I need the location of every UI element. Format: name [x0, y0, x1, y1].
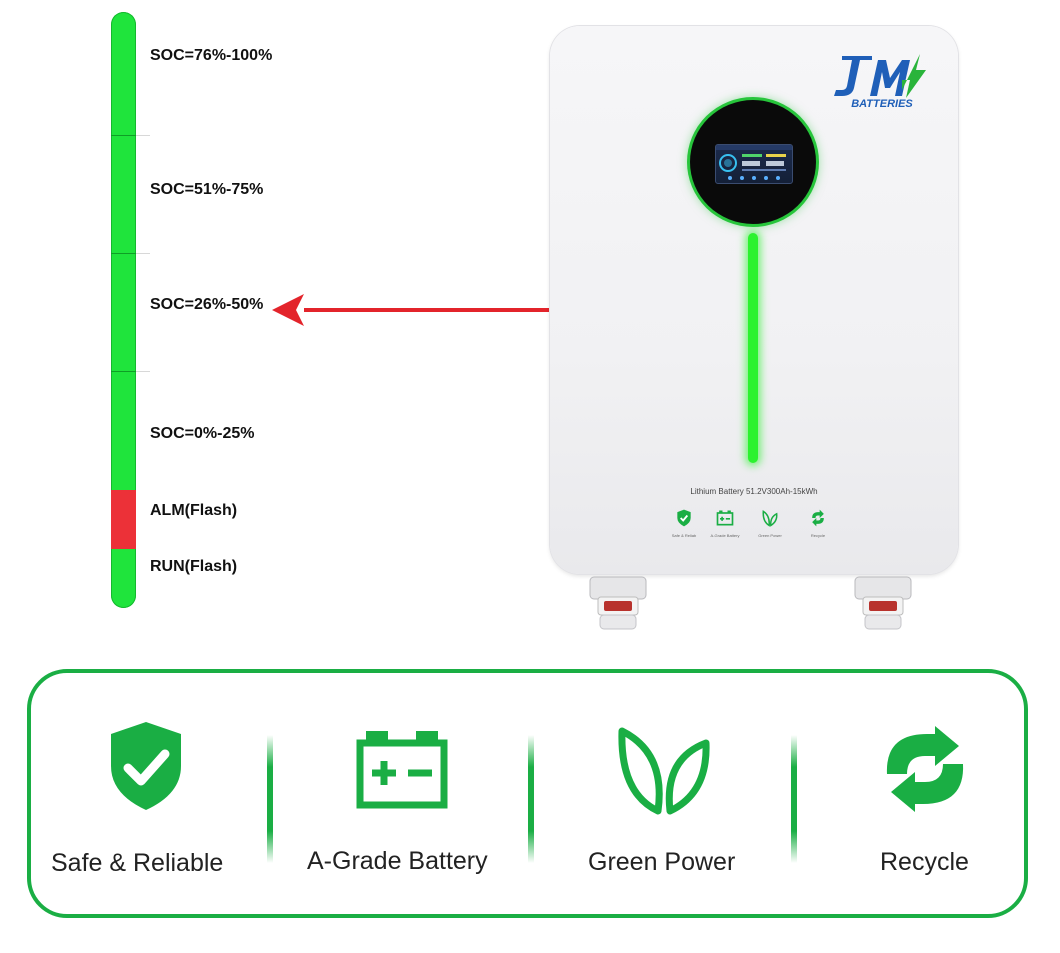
battery-unit: BATTERIES Lithium Battery 51.2V300Ah-: [550, 26, 958, 574]
soc-level-26-50-label: SOC=26%-50%: [150, 296, 264, 313]
brand-logo: BATTERIES: [832, 48, 932, 110]
feature-panel: Safe & Reliable A-Grade Battery Green Po…: [27, 669, 1028, 918]
feature-label-recycle: Recycle: [880, 848, 969, 876]
feature-label-battery: A-Grade Battery: [307, 847, 488, 875]
soc-level-0-25-label: SOC=0%-25%: [150, 425, 255, 442]
shield-check-icon: [677, 509, 691, 527]
run-flash-label: RUN(Flash): [150, 558, 238, 575]
recycle-icon: [873, 726, 977, 812]
positive-terminal: [588, 575, 648, 631]
battery-icon: [716, 510, 734, 526]
mini-feature-battery: A-Grade Battery: [703, 508, 747, 538]
lcd-display-bezel: [690, 100, 816, 224]
soc-level-76-100-label: SOC=76%-100%: [150, 47, 273, 64]
mini-feature-recycle: Recycle: [796, 508, 840, 538]
soc-led-strip: [748, 233, 758, 463]
feature-label-safe: Safe & Reliable: [51, 849, 224, 877]
shield-check-icon: [107, 720, 185, 812]
soc-bar-separator: [111, 253, 136, 254]
battery-icon: [356, 729, 448, 809]
feature-divider: [791, 735, 797, 863]
soc-tick: [136, 371, 150, 372]
soc-level-51-75-label: SOC=51%-75%: [150, 181, 264, 198]
leaf-icon: [614, 725, 714, 817]
mini-feature-green: Green Power: [748, 508, 792, 538]
feature-divider: [267, 735, 273, 863]
svg-text:BATTERIES: BATTERIES: [851, 98, 913, 110]
mini-feature-safe: Safe & Reliab: [662, 508, 706, 538]
battery-model-label: Lithium Battery 51.2V300Ah-15kWh: [690, 487, 818, 496]
feature-divider: [528, 735, 534, 863]
soc-indicator-bar: [111, 12, 136, 608]
soc-bar-alarm-segment: [111, 490, 136, 549]
battery-feature-icons: Safe & Reliab A-Grade Battery Green Powe…: [662, 508, 844, 548]
recycle-icon: [812, 509, 824, 527]
soc-tick: [136, 253, 150, 254]
lcd-display: [715, 144, 793, 184]
alarm-flash-label: ALM(Flash): [150, 502, 238, 519]
leaf-icon: [762, 510, 778, 527]
negative-terminal: [853, 575, 913, 631]
feature-label-green: Green Power: [588, 848, 736, 876]
soc-bar-separator: [111, 371, 136, 372]
soc-tick: [136, 135, 150, 136]
soc-bar-separator: [111, 135, 136, 136]
